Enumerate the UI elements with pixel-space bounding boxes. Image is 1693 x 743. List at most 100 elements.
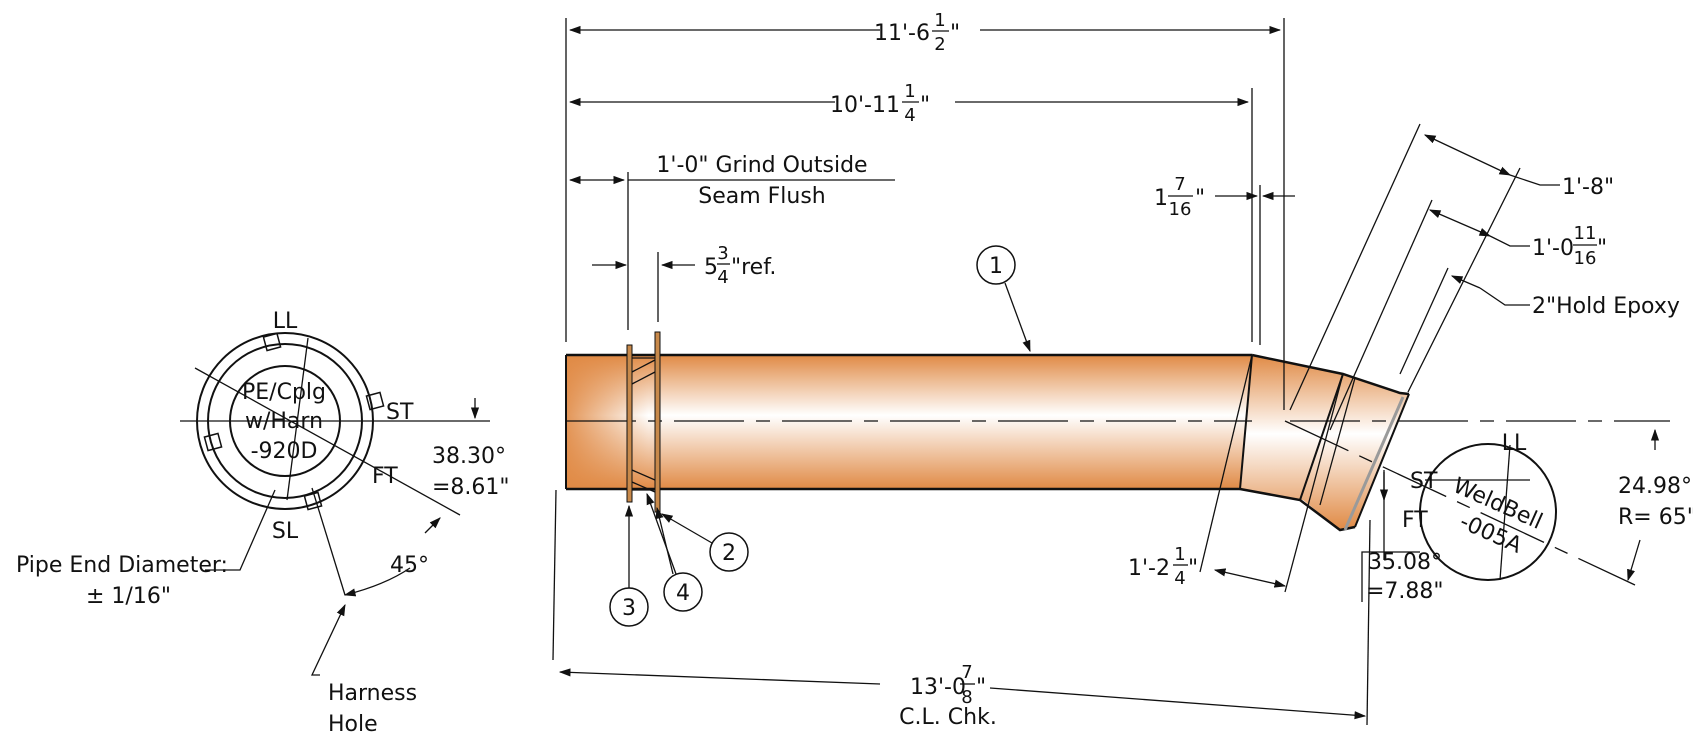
svg-text:7: 7 [1174,174,1185,195]
st-label-right: ST [1410,469,1438,494]
end-view-vertical-axis [286,337,309,501]
flange-plate-3 [626,344,633,503]
bell-length-dim: 1'-8" [1562,175,1614,200]
svg-text:": " [1597,236,1607,261]
svg-text:3: 3 [717,243,728,264]
harness-hole-line1: Harness [328,681,417,706]
svg-text:1: 1 [1174,544,1185,565]
svg-text:4: 4 [904,105,915,126]
end-view-pe-coupling [180,332,490,676]
grind-note-line2: Seam Flush [698,184,826,209]
harness-ring [626,331,661,513]
harness-lug [262,332,282,352]
svg-text:10'-11: 10'-11 [830,93,900,118]
sl-label: SL [272,519,299,544]
st-label: ST [386,400,414,425]
hold-epoxy-note: 2"Hold Epoxy [1532,294,1680,319]
svg-text:1'-0: 1'-0 [1532,236,1574,261]
harness-angle-arc [343,567,411,597]
grind-note-line1: 1'-0" Grind Outside [656,153,867,178]
inner-pipe-circle [229,365,341,477]
harness-extension-line [311,487,346,596]
harness-angle: 45° [390,553,429,578]
rotation-angle: 38.30° [432,444,506,469]
segment-length-dim: 1'-2 1 4 " [1128,544,1198,589]
balloon-1: 1 [976,245,1031,353]
svg-text:3: 3 [622,596,636,621]
flange-plate-2 [654,331,661,513]
miter-offset-dim: 1 7 16 " [1154,174,1205,220]
outer-pipe-circle [196,332,374,510]
item-balloons: 1 2 3 4 [609,245,1031,627]
ft-label-right: FT [1402,508,1428,533]
svg-text:": " [920,93,930,118]
rotation-arc-length: =8.61" [432,475,510,500]
svg-text:1: 1 [904,81,915,102]
bell-mid-dim: 1'-0 11 16 " [1532,223,1607,269]
bend-angle: 24.98° [1618,474,1692,499]
ll-label-right: LL [1502,431,1527,456]
miter-joint-1 [1239,354,1253,490]
ft-label: FT [372,464,398,489]
svg-text:4: 4 [1174,568,1185,589]
pipe-end-diameter-line1: Pipe End Diameter: [16,553,228,578]
balloon-4: 4 [646,492,703,612]
svg-text:": " [1188,556,1198,581]
diameter-leader [205,489,276,571]
harness-lugs [203,332,385,511]
rotation-angle-right: 35.08° [1368,550,1442,575]
end-view-text: LL ST FT SL PE/Cplg w/Harn -920D 38.30° … [16,309,510,737]
svg-text:1: 1 [934,10,945,31]
balloon-3: 3 [609,504,649,627]
pipe-body [565,353,1410,532]
center-label-line3: -920D [251,439,318,464]
svg-text:7: 7 [961,662,972,683]
rotation-arc-length-right: =7.88" [1366,579,1444,604]
svg-text:": " [950,21,960,46]
svg-text:11: 11 [1574,223,1597,244]
dimension-lines [552,18,1660,726]
svg-text:1'-2: 1'-2 [1128,556,1170,581]
center-label-line1: PE/Cplg [242,380,326,405]
middle-pipe-circle [207,343,363,499]
straight-length-dim: 10'-11 1 4 " [830,81,930,126]
pipe-end-diameter-line2: ± 1/16" [86,584,171,609]
svg-text:4: 4 [676,581,690,606]
svg-text:1: 1 [989,254,1003,279]
miter-joint-2 [1299,373,1344,501]
svg-text:": " [1195,186,1205,211]
bell-end [1354,393,1410,528]
svg-text:"ref.: "ref. [731,255,776,280]
svg-text:16: 16 [1169,199,1192,220]
centerline-check-label: C.L. Chk. [899,705,997,730]
svg-text:11'-6: 11'-6 [874,21,930,46]
svg-text:1: 1 [1154,186,1168,211]
harness-lug [303,491,323,511]
angle-arrow [424,517,441,534]
harness-leader [310,603,346,676]
pipe-centerline [566,420,1670,586]
svg-text:2: 2 [722,541,736,566]
svg-text:4: 4 [717,267,728,288]
svg-text:13'-0: 13'-0 [910,675,966,700]
svg-text:5: 5 [704,255,718,280]
harness-hole-line2: Hole [328,712,378,737]
end-view-diagonal-centerline [194,367,461,516]
svg-text:2: 2 [934,34,945,55]
bend-radius: R= 65" [1618,505,1693,530]
ll-label: LL [273,309,298,334]
svg-text:16: 16 [1574,248,1597,269]
weldbell-circle [1419,443,1557,581]
harness-lug [203,432,223,452]
end-view-weldbell [1419,443,1557,581]
centerline-length-dim: 13'-0 7 8 " [910,662,986,708]
overall-length-dim: 11'-6 1 2 " [874,10,960,55]
dimension-text: 11'-6 1 2 " 10'-11 1 4 " 1'-0" Grind Out… [656,10,1679,730]
balloon-2: 2 [660,513,749,572]
harness-lug [365,391,385,411]
center-label-line2: w/Harn [245,409,323,434]
svg-text:8: 8 [961,687,972,708]
svg-text:": " [976,675,986,700]
ring-spacing-ref-dim: 5 3 4 "ref. [704,243,776,288]
